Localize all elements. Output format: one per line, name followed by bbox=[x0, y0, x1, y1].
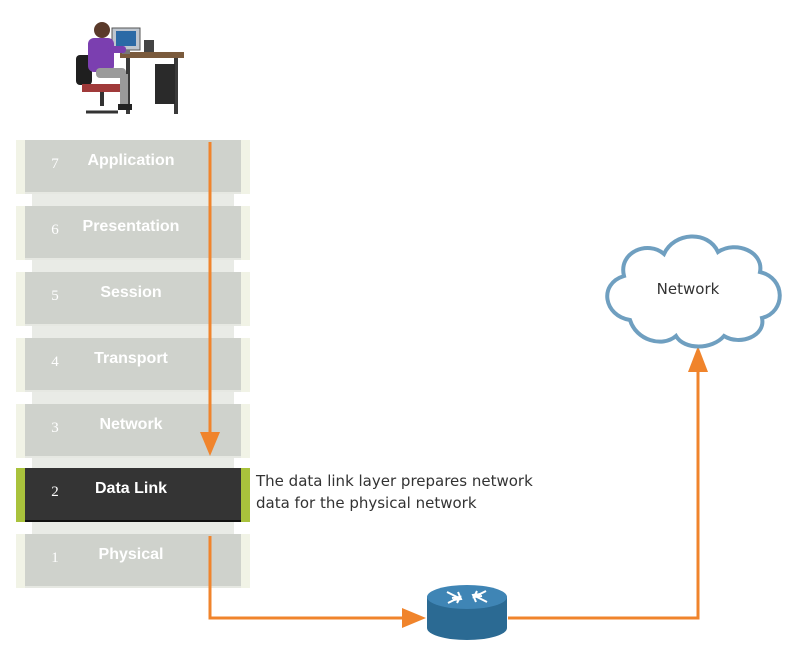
layer-divider bbox=[32, 458, 234, 470]
layer-name: Application bbox=[87, 152, 175, 169]
layer-name: Transport bbox=[94, 350, 168, 367]
layer-divider bbox=[32, 392, 234, 404]
osi-layer-network: 3 Network bbox=[16, 404, 250, 458]
layer-number: 7 bbox=[51, 156, 59, 172]
router-icon bbox=[427, 585, 507, 640]
layer-number: 3 bbox=[51, 420, 59, 436]
layer-number: 2 bbox=[51, 484, 59, 500]
layer-number: 1 bbox=[51, 550, 59, 566]
description-line-2: data for the physical network bbox=[256, 494, 477, 512]
data-link-description: The data link layer prepares network dat… bbox=[256, 470, 576, 514]
layer-divider bbox=[32, 260, 234, 272]
to-cloud-arrow-head bbox=[688, 346, 708, 372]
layer-name: Network bbox=[99, 416, 163, 433]
layer-name: Physical bbox=[98, 546, 164, 563]
layer-divider bbox=[32, 194, 234, 206]
osi-layer-application: 7 Application bbox=[16, 140, 250, 194]
layer-number: 5 bbox=[51, 288, 59, 304]
osi-layer-session: 5 Session bbox=[16, 272, 250, 326]
layer-number: 6 bbox=[51, 222, 59, 238]
layer-divider bbox=[32, 326, 234, 338]
osi-layer-physical: 1 Physical bbox=[16, 534, 250, 588]
layer-name: Presentation bbox=[82, 218, 180, 235]
layer-name: Data Link bbox=[94, 480, 167, 497]
osi-layer-transport: 4 Transport bbox=[16, 338, 250, 392]
layer-name: Session bbox=[100, 284, 162, 301]
to-router-arrow-head bbox=[402, 608, 426, 628]
description-line-1: The data link layer prepares network bbox=[256, 472, 533, 490]
layer-number: 4 bbox=[51, 354, 59, 370]
osi-layer-presentation: 6 Presentation bbox=[16, 206, 250, 260]
cloud-label: Network bbox=[656, 280, 720, 298]
osi-layer-data-link: 2 Data Link bbox=[16, 468, 250, 522]
layer-divider bbox=[32, 522, 234, 534]
